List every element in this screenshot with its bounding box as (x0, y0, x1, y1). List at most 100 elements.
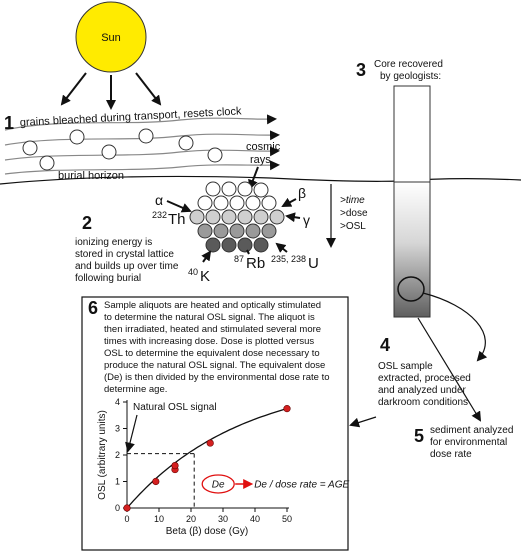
step-4-number: 4 (380, 335, 390, 355)
osl-sample-location (397, 276, 425, 302)
step-6-text: Sample aliquots are heated and optically… (104, 300, 330, 395)
x-tick-label: 0 (124, 514, 129, 524)
step-1-number: 1 (4, 113, 14, 133)
th-symbol: Th (168, 211, 186, 228)
sun-label: Sun (101, 32, 121, 44)
beta-arrow (281, 197, 297, 207)
step-6-line-8: determine age. (104, 384, 167, 395)
k-arrow (201, 250, 212, 263)
data-points (123, 405, 291, 512)
step-4-line-3: and analyzed under (378, 385, 467, 396)
k-symbol: K (200, 268, 210, 285)
x-axis-ticks: 0 10 20 30 40 50 (124, 508, 292, 524)
step-5-line-1: sediment analyzed (430, 425, 513, 436)
x-tick-label: 20 (186, 514, 196, 524)
step-4-line-4: darkroom conditions (378, 397, 468, 408)
th-mass: 232 (152, 210, 167, 220)
sunlight-arrow-left (60, 72, 87, 106)
cosmic-rays-arrow (248, 166, 259, 190)
sample-to-lab-arrow (349, 416, 377, 428)
step-6-number: 6 (88, 298, 98, 318)
step-6-line-6: produce the natural OSL signal. The equi… (104, 360, 325, 371)
natural-osl-signal-label: Natural OSL signal (133, 402, 217, 413)
x-tick-label: 10 (154, 514, 164, 524)
step-2-number: 2 (82, 213, 92, 233)
data-point (123, 504, 131, 512)
step-6-line-7: (De) is then divided by the environmenta… (104, 372, 330, 383)
step-6-line-4: times with increasing dose. Dose is plot… (104, 336, 314, 347)
step-5-number: 5 (414, 426, 424, 446)
y-axis-label: OSL (arbitrary units) (97, 410, 108, 500)
dose-label: >dose (340, 208, 368, 219)
transport-grains (22, 128, 223, 171)
k-mass: 40 (188, 267, 198, 277)
u-arrow (275, 242, 288, 253)
step-3-line-2: by geologists: (380, 71, 441, 82)
osl-dose-response-chart: 0 10 20 30 40 50 0 1 2 3 4 Natural OSL signal De … (97, 397, 349, 537)
u-symbol: U (308, 255, 319, 272)
beta-symbol: β (298, 185, 306, 201)
step-4-line-1: OSL sample (378, 361, 433, 372)
natural-signal-arrow (125, 414, 138, 453)
transport-flow-lines (4, 114, 280, 175)
step-2-line-3: and builds up over time (75, 261, 179, 272)
isotope-u: 235, 238 U (271, 254, 319, 272)
u-mass: 235, 238 (271, 254, 306, 264)
x-tick-label: 40 (250, 514, 260, 524)
alpha-arrow (166, 200, 192, 213)
step-6-line-2: to determine the natural OSL signal. The… (104, 312, 315, 323)
step-6-line-1: Sample aliquots are heated and optically… (104, 300, 321, 311)
step-2-line-1: ionizing energy is (75, 237, 152, 248)
isotope-k: 40 K (188, 267, 210, 285)
equivalent-dose-marker (201, 474, 235, 494)
x-tick-label: 30 (218, 514, 228, 524)
step-4-text: OSL sample extracted, processed and anal… (378, 361, 471, 408)
cosmic-rays-label-2: rays (250, 154, 271, 166)
time-label: >time (340, 195, 365, 206)
core-to-sample-arrow (422, 292, 488, 362)
data-point (206, 439, 214, 447)
rb-symbol: Rb (246, 255, 265, 272)
y-tick-label: 4 (115, 397, 120, 407)
step-2-text: ionizing energy is stored in crystal lat… (75, 237, 179, 284)
age-formula: De / dose rate = AGE (254, 480, 349, 491)
data-point (171, 462, 179, 470)
step-3-number: 3 (356, 60, 366, 80)
isotope-rb: 87 Rb (234, 254, 265, 272)
sunlight-arrow-right (135, 72, 162, 106)
step-5-line-3: dose rate (430, 449, 472, 460)
osl-label: >OSL (340, 221, 366, 232)
step-6-line-5: OSL to determine the equivalent dose nec… (104, 348, 320, 359)
y-tick-label: 3 (115, 424, 120, 434)
data-point (283, 405, 291, 413)
buried-grain-cluster (189, 181, 285, 253)
cosmic-rays-label-1: cosmic (246, 141, 281, 153)
rb-arrow (246, 249, 250, 255)
y-tick-label: 0 (115, 503, 120, 513)
step-5-line-2: for environmental (430, 437, 507, 448)
y-tick-label: 1 (115, 477, 120, 487)
burial-horizon-label: burial horizon (58, 170, 124, 182)
step-3-line-1: Core recovered (374, 59, 443, 70)
y-tick-label: 2 (115, 450, 120, 460)
x-tick-label: 50 (282, 514, 292, 524)
burial-horizon-line (0, 175, 521, 185)
step-1-text: grains bleached during transport, resets… (20, 105, 243, 129)
sunlight-arrows (60, 72, 162, 110)
equivalent-dose-label: De (212, 480, 225, 491)
isotope-th: 232 Th (152, 210, 186, 228)
rb-mass: 87 (234, 254, 244, 264)
step-2-line-4: following burial (75, 273, 141, 284)
step-2-line-2: stored in crystal lattice (75, 249, 174, 260)
sediment-core (393, 85, 431, 318)
gamma-arrow (285, 212, 301, 223)
sun: Sun (75, 1, 147, 73)
alpha-symbol: α (155, 192, 163, 208)
gamma-symbol: γ (303, 212, 310, 228)
x-axis-label: Beta (β) dose (Gy) (166, 526, 248, 537)
step-4-line-2: extracted, processed (378, 373, 471, 384)
core-to-dose-rate-arrow (417, 317, 482, 422)
data-point (152, 477, 160, 486)
